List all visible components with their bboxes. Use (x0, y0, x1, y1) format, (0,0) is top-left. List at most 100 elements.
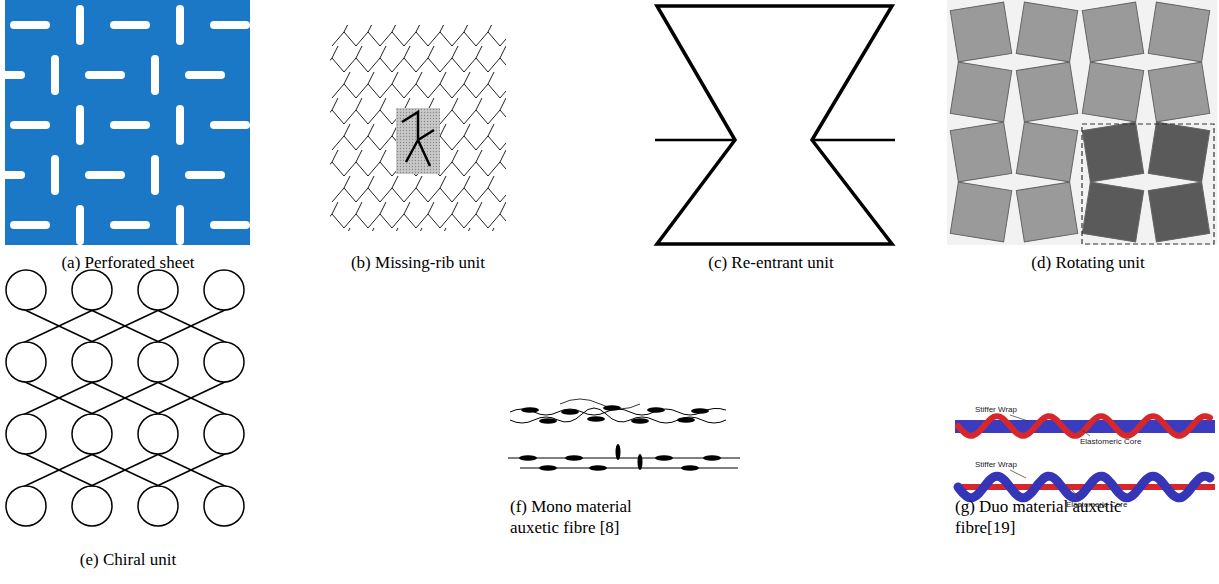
rib (368, 25, 374, 32)
nodule (647, 407, 665, 413)
rib (464, 228, 470, 231)
rib-zigzag (332, 84, 506, 98)
nodule (565, 455, 583, 461)
rib (500, 46, 506, 58)
subfigure-caption: (a) Perforated sheet (8, 252, 248, 273)
nodule (703, 455, 721, 461)
nodule (691, 408, 709, 414)
slot (76, 5, 84, 45)
rib (416, 72, 422, 84)
rib (344, 228, 350, 231)
rib (392, 25, 398, 32)
subfigure-caption: (d) Rotating unit (968, 252, 1208, 273)
slot (151, 155, 159, 195)
node-ring (204, 414, 244, 454)
rib (500, 98, 506, 110)
slot (110, 21, 150, 29)
unit-cell-highlight (396, 108, 440, 174)
subfigure-caption: (b) Missing-rib unit (298, 252, 538, 273)
rib (356, 46, 362, 58)
slot (210, 221, 250, 229)
rib (452, 46, 458, 58)
rib (428, 46, 434, 58)
rotating-square (1016, 182, 1077, 242)
node-ring (138, 270, 178, 310)
nodule (519, 455, 537, 461)
nodule (539, 465, 557, 471)
rib (476, 202, 482, 214)
nodule (638, 454, 643, 470)
nodule (677, 417, 695, 423)
nodule (521, 407, 539, 413)
rib (464, 25, 470, 32)
slot (176, 105, 184, 145)
slot (185, 171, 225, 179)
node-ring (138, 342, 178, 382)
sheet (5, 0, 250, 245)
rib (500, 202, 506, 214)
rib (416, 228, 422, 231)
rib (332, 98, 338, 110)
slot (176, 5, 184, 45)
rib (452, 150, 458, 162)
rib (464, 124, 470, 136)
rib (488, 25, 494, 32)
rib (404, 46, 410, 58)
slot (210, 21, 250, 29)
rib (488, 124, 494, 136)
rotating-square (950, 122, 1011, 182)
node-ring (72, 486, 112, 526)
rib (500, 150, 506, 162)
rotating-square (950, 2, 1011, 62)
rib-zigzag (332, 32, 506, 46)
rib (344, 124, 350, 136)
node-ring (6, 486, 46, 526)
rib (428, 202, 434, 214)
rotating-square (1082, 2, 1143, 62)
leader-line (1082, 430, 1090, 436)
node-ring (6, 342, 46, 382)
slot (151, 55, 159, 95)
rotating-square (950, 62, 1011, 122)
nodule (616, 444, 621, 460)
slot (176, 205, 184, 245)
rib (368, 124, 374, 136)
subfigure-caption: (c) Re-entrant unit (651, 252, 891, 273)
leader-line (1010, 470, 1026, 478)
rib (368, 228, 374, 231)
subfigure-caption: (f) Mono material auxetic fibre [8] (510, 496, 678, 538)
rib (464, 176, 470, 188)
rib (380, 202, 386, 214)
rib (464, 72, 470, 84)
rib (488, 72, 494, 84)
rotating-square (1148, 62, 1209, 122)
subfigure-caption: (e) Chiral unit (8, 549, 248, 570)
node-ring (6, 270, 46, 310)
slot (76, 205, 84, 245)
rib (440, 124, 446, 136)
rotating-square (1082, 122, 1143, 182)
unit-outline (1082, 124, 1214, 244)
rib (488, 176, 494, 188)
slot (85, 71, 125, 79)
rib (380, 150, 386, 162)
rib (452, 202, 458, 214)
rotating-squares (947, 0, 1217, 245)
node-ring (72, 414, 112, 454)
rib (332, 202, 338, 214)
rib (476, 150, 482, 162)
rib-zigzag (332, 188, 506, 202)
rib (812, 139, 895, 142)
rib (488, 228, 494, 231)
node-ring (72, 342, 112, 382)
rib (416, 25, 422, 32)
rotating-square (1148, 182, 1209, 242)
node-ring (6, 414, 46, 454)
slot (210, 121, 250, 129)
rotating-square (1016, 2, 1077, 62)
rib (356, 150, 362, 162)
node-ring (138, 486, 178, 526)
slot (5, 171, 25, 179)
slot (5, 71, 25, 79)
